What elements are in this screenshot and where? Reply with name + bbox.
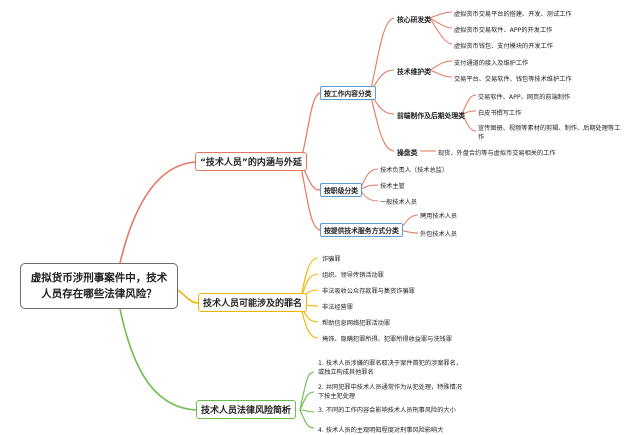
connector xyxy=(461,110,477,115)
connector xyxy=(429,69,453,78)
leaf-level-1: 技术负责人（技术总监） xyxy=(380,167,449,174)
connector xyxy=(461,113,477,132)
leaf-charge-6: 掩饰、隐瞒犯罪所得、犯罪所得收益罪与洗钱罪 xyxy=(322,336,452,343)
branch-definition[interactable]: “技术人员”的内涵与外延 xyxy=(195,152,307,171)
leaf-charge-1: 诈骗罪 xyxy=(322,256,341,263)
connector xyxy=(369,17,395,94)
connector xyxy=(359,189,379,202)
leaf-maintenance-1: 支付通道的接入及维护工作 xyxy=(454,60,529,67)
leaf-service-2: 外包技术人员 xyxy=(420,231,458,238)
branch-risk-analysis[interactable]: 技术人员法律风险简析 xyxy=(196,400,297,419)
branch-charges[interactable]: 技术人员可能涉及的罪名 xyxy=(198,293,308,312)
connector xyxy=(299,391,315,411)
connector xyxy=(429,17,453,29)
leaf-charge-2: 组织、领导传销活动罪 xyxy=(322,272,384,279)
leaf-maintenance-2: 交易平台、交易软件、钱包等技术维护工作 xyxy=(454,76,572,83)
leaf-service-1: 聘用技术人员 xyxy=(420,213,458,220)
leaf-frontend-3: 宣传图册、视频等素材的剪辑、制作、后期处理等工作 xyxy=(478,125,621,141)
leaf-risk-4: 4. 技术人员的主观明知程度对刑事风险影响大 xyxy=(318,427,444,434)
category-by-content[interactable]: 按工作内容分类 xyxy=(320,86,376,100)
leaf-risk-2: 2. 共同犯罪中技术人员通常作为从犯处理，特殊情况下按主犯处理 xyxy=(318,384,462,400)
connector xyxy=(119,308,197,411)
connector xyxy=(369,92,395,152)
root-topic[interactable]: 虚拟货币涉刑事案件中，技术人员存在哪些法律风险？ xyxy=(20,263,178,309)
leaf-core-dev-1: 虚拟货币交易平台的搭建、开发、测试工作 xyxy=(454,11,572,18)
group-frontend[interactable]: 前端制作及后期处理类 xyxy=(397,112,465,120)
connector xyxy=(299,371,315,411)
category-by-service[interactable]: 按提供技术服务方式分类 xyxy=(320,223,403,237)
group-operation[interactable]: 操盘类 xyxy=(397,149,418,157)
connector xyxy=(299,409,315,429)
leaf-core-dev-2: 虚拟货币交易软件、APP的开发工作 xyxy=(454,27,553,34)
leaf-operation-1: 现货、外盘合约等与虚拟币交易相关的工作 xyxy=(438,150,556,157)
category-by-level[interactable]: 按职级分类 xyxy=(320,183,362,197)
connector xyxy=(359,184,379,191)
connector xyxy=(429,60,453,71)
connector xyxy=(429,11,453,19)
connector xyxy=(299,409,315,413)
leaf-charge-3: 非法吸收公众存款罪与集资诈骗罪 xyxy=(322,288,415,295)
leaf-charge-5: 帮助信息网络犯罪活动罪 xyxy=(322,320,391,327)
leaf-risk-3: 3. 不同的工作内容会影响技术人员刑事风险的大小 xyxy=(318,407,456,414)
connector xyxy=(119,161,196,264)
leaf-level-3: 一般技术人员 xyxy=(380,199,418,206)
connector xyxy=(359,168,379,191)
connector xyxy=(429,17,453,45)
leaf-risk-1: 1. 技术人员涉嫌的罪名取决于案件首犯的涉案罪名，或独立构成其他罪名 xyxy=(318,360,462,376)
leaf-core-dev-3: 虚拟货币钱包、支付模块的开发工作 xyxy=(454,43,553,50)
group-maintenance[interactable]: 技术维护类 xyxy=(397,68,431,76)
connector xyxy=(461,94,477,115)
leaf-frontend-2: 白皮书撰写工作 xyxy=(478,110,522,117)
group-core-dev[interactable]: 核心研发类 xyxy=(397,16,431,24)
leaf-level-2: 技术主管 xyxy=(380,183,405,190)
connector xyxy=(299,161,321,231)
leaf-charge-4: 非法经营罪 xyxy=(322,304,353,311)
leaf-frontend-1: 交易软件、APP、网页的前端制作 xyxy=(478,94,571,101)
connector xyxy=(177,289,199,304)
